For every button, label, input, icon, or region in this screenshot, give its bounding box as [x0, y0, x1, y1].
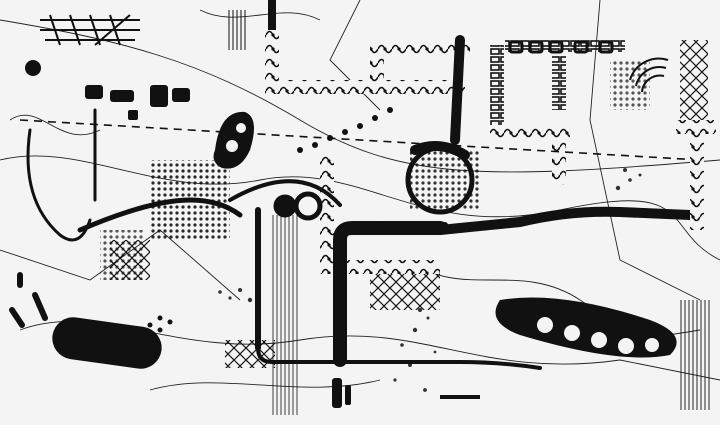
square-chain — [490, 40, 625, 125]
lens-circle — [405, 141, 475, 215]
block-marks — [85, 85, 190, 120]
vertical-hatch-3 — [680, 300, 710, 410]
black-capsule-left — [52, 317, 162, 369]
rings — [273, 191, 323, 221]
vertical-hatch-2 — [226, 10, 246, 50]
diamond-lattice-4 — [110, 240, 150, 280]
grid-scribble-top-left — [40, 14, 140, 46]
halftone-patch-2 — [410, 150, 480, 210]
left-strokes — [9, 272, 48, 328]
rounded-squares — [508, 40, 614, 54]
diamond-lattice-1 — [680, 40, 708, 130]
pipe-curves — [26, 35, 695, 370]
ink-splatter — [218, 168, 642, 392]
vertical-pole — [268, 0, 276, 30]
diamond-lattice-3 — [370, 270, 440, 310]
perforated-capsule-right — [495, 297, 677, 358]
dashed-line — [19, 119, 701, 161]
ornament-column-right — [676, 120, 716, 134]
dot-trail — [147, 107, 393, 333]
ornamental-frame — [265, 30, 570, 274]
vertical-hatch-1 — [272, 215, 300, 415]
ornament-column-right-2 — [690, 130, 704, 230]
concentric-arc — [629, 57, 669, 93]
blob-dot-left — [25, 60, 41, 76]
perforated-capsule-top — [213, 111, 254, 169]
bottom-marks — [332, 378, 480, 408]
diamond-lattice-2 — [225, 340, 275, 368]
